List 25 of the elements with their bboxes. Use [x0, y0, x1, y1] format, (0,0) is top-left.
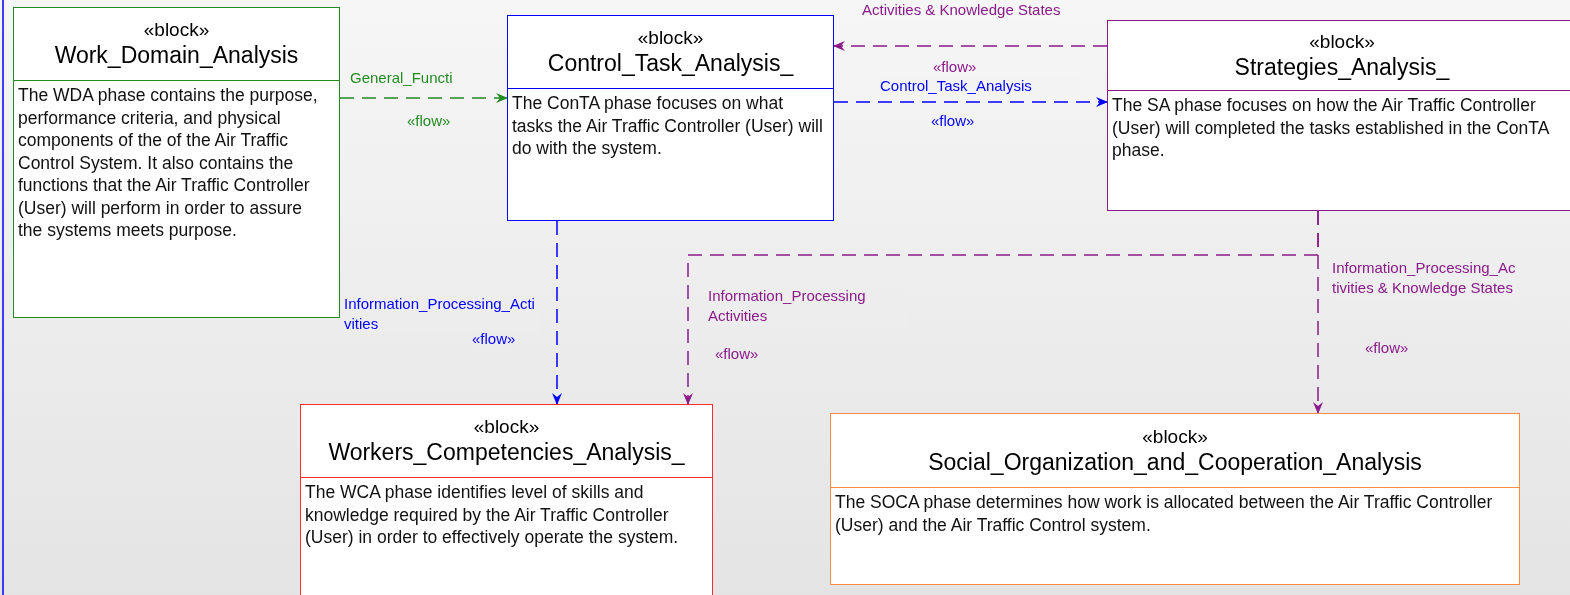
block-description: The WDA phase contains the purpose, performance criteria, and physical components of the of the Air Traffic Control System. It also contains the functions that the Air Traffic Controller (User) will perform in order to assure the systems meets purpose.	[17, 84, 319, 242]
block-name: Work_Domain_Analysis	[54, 41, 299, 69]
flow-arrow	[833, 97, 1108, 107]
stereotype-label: «block»	[143, 19, 210, 41]
block-box	[1107, 20, 1570, 211]
block-box	[830, 413, 1520, 585]
stereotype-label: «block»	[1309, 30, 1375, 53]
block-description: The SOCA phase determines how work is allocated between the Air Traffic Controller (User) and the Air Traffic Control system.	[834, 491, 1494, 537]
flow-arrow	[1313, 210, 1323, 414]
block-box	[507, 15, 834, 221]
block-description: The SA phase focuses on how the Air Traffic Controller (User) will completed the tasks established in the ConTA phase.	[1111, 94, 1550, 162]
block-name: Control_Task_Analysis_	[547, 49, 794, 77]
block-description: The WCA phase identifies level of skills and knowledge required by the Air Traffic Controller (User) in order to effectively operate the system.	[304, 481, 680, 549]
stereotype-label: «block»	[473, 416, 540, 438]
block-name: Strategies_Analysis_	[1234, 52, 1450, 81]
block-name: Social_Organization_and_Cooperation_Analysis	[928, 447, 1422, 476]
stereotype-label: «block»	[637, 27, 704, 49]
block-box	[13, 7, 340, 318]
flow-arrow	[833, 41, 1108, 51]
flow-arrow	[552, 220, 562, 405]
block-description: The ConTA phase focuses on what tasks the Air Traffic Controller (User) will do with the system.	[511, 92, 824, 160]
flow-arrow	[339, 93, 508, 103]
block-box	[300, 404, 713, 595]
stereotype-label: «block»	[1142, 425, 1208, 448]
block-name: Workers_Competencies_Analysis_	[328, 438, 685, 466]
